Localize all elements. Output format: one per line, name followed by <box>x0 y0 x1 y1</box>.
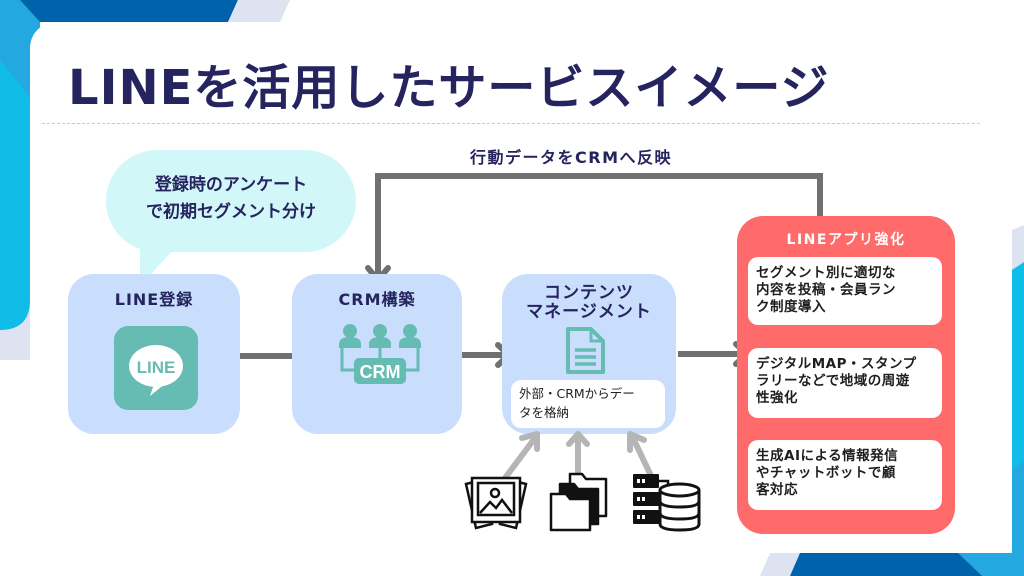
database-server-icon <box>633 474 701 532</box>
folders-icon <box>549 472 608 532</box>
note-line: タを格納 <box>519 405 570 420</box>
note-line: 外部・CRMからデー <box>519 386 635 401</box>
feature-line: 内容を投稿・会員ラン <box>756 282 896 298</box>
step-title: LINE登録 <box>114 290 194 309</box>
speech-bubble-text: 登録時のアンケート で初期セグメント分け <box>106 172 356 226</box>
source-arrow-line <box>502 435 538 481</box>
app-feature-item: デジタルMAP・スタンプ ラリーなどで地域の周遊 性強化 <box>748 348 942 418</box>
source-arrow-head <box>627 431 647 453</box>
feature-line: デジタルMAP・スタンプ <box>756 356 917 372</box>
feature-line: 生成AIによる情報発信 <box>756 448 899 464</box>
app-feature-item: 生成AIによる情報発信 やチャットボットで顧 客対応 <box>748 440 942 510</box>
line-icon-text: LINE <box>137 358 176 377</box>
image-gallery-icon <box>464 476 528 530</box>
speech-bubble-line: 登録時のアンケート <box>154 175 308 195</box>
step-title-line: コンテンツ <box>544 283 634 303</box>
app-feature-item: セグメント別に適切な 内容を投稿・会員ラン ク制度導入 <box>748 257 942 325</box>
line-app-icon: LINE <box>114 326 198 410</box>
app-panel-title: LINEアプリ強化 <box>786 232 906 248</box>
speech-bubble-line: で初期セグメント分け <box>146 202 316 222</box>
deco-light-blue-bottom <box>958 553 1024 576</box>
crm-icon-text: CRM <box>360 362 401 382</box>
source-arrow-head <box>519 431 540 452</box>
content-management-note: 外部・CRMからデー タを格納 <box>511 380 665 428</box>
step-title-line: マネージメント <box>526 302 652 322</box>
feedback-loop-label: 行動データをCRMへ反映 <box>470 148 672 167</box>
title-divider <box>42 123 980 124</box>
feature-line: 性強化 <box>756 390 798 406</box>
feature-line: やチャットボットで顧 <box>756 465 896 481</box>
source-arrow-line <box>630 435 656 483</box>
feedback-loop-arrow-line <box>375 173 823 276</box>
speech-bubble <box>106 150 356 252</box>
feature-line: ラリーなどで地域の周遊 <box>756 373 910 389</box>
deco-light-blue-right <box>1012 460 1024 576</box>
feature-line: 客対応 <box>756 482 798 498</box>
feature-line: セグメント別に適切な <box>756 265 896 281</box>
deco-dark-blue-top <box>20 0 238 22</box>
crm-people-icon: CRM <box>339 324 421 384</box>
step-crm: CRM構築 <box>292 274 462 434</box>
feature-line: ク制度導入 <box>756 299 826 315</box>
deco-gray-top <box>228 0 290 22</box>
document-icon <box>566 327 605 374</box>
step-title: CRM構築 <box>338 290 416 309</box>
step-title: コンテンツ マネージメント <box>502 284 676 322</box>
source-arrow-head <box>566 431 590 447</box>
slide-title: LINEを活用したサービスイメージ <box>68 60 830 116</box>
